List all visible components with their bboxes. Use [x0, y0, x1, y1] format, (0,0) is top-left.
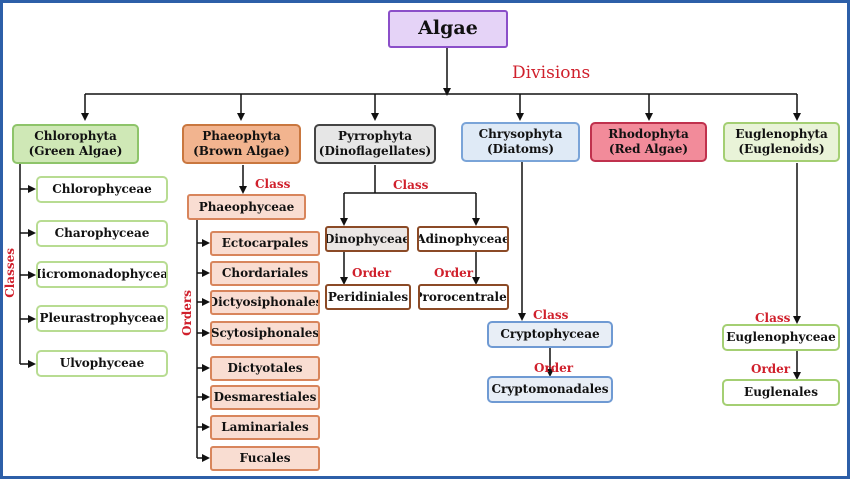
division-name: Chrysophyta: [478, 127, 563, 141]
root-node: Algae: [388, 10, 508, 48]
divisions-label: Divisions: [512, 63, 591, 83]
division-euglenophyta: Euglenophyta (Euglenoids): [723, 122, 840, 162]
order-chordariales: Chordariales: [210, 261, 320, 286]
classes-label: Classes: [3, 248, 17, 298]
division-name: Chlorophyta: [34, 129, 117, 143]
class-cryptophyceae: Cryptophyceae: [487, 321, 613, 348]
order-ectocarpales: Ectocarpales: [210, 231, 320, 256]
order-prorocentrales: Prorocentrales: [418, 284, 509, 310]
class-charophyceae: Charophyceae: [36, 220, 168, 247]
order-dictyotales: Dictyotales: [210, 356, 320, 381]
division-name: Euglenophyta: [735, 127, 828, 141]
euglenophyta-class-label: Class: [755, 311, 791, 325]
class-adinophyceae: Adinophyceae: [417, 226, 509, 252]
order-cryptomonadales: Cryptomonadales: [487, 376, 613, 403]
class-micromonadophyceae: Micromonadophyceae: [36, 261, 168, 288]
pyrrophyta-class-label: Class: [393, 178, 429, 192]
order-euglenales: Euglenales: [722, 379, 840, 406]
division-common-name: (Brown Algae): [193, 144, 290, 158]
division-common-name: (Red Algae): [608, 142, 689, 156]
class-phaeophyceae: Phaeophyceae: [187, 194, 306, 220]
class-pleurastrophyceae: Pleurastrophyceae: [36, 305, 168, 332]
class-dinophyceae: Dinophyceae: [325, 226, 409, 252]
order-dictyosiphonales: Dictyosiphonales: [210, 290, 320, 315]
class-euglenophyceae: Euglenophyceae: [722, 324, 840, 351]
pyrrophyta-order-label: Order: [352, 266, 392, 280]
order-fucales: Fucales: [210, 446, 320, 471]
division-common-name: (Euglenoids): [738, 142, 825, 156]
phaeophyta-class-label: Class: [255, 177, 291, 191]
division-chlorophyta: Chlorophyta (Green Algae): [12, 124, 139, 164]
class-chlorophyceae: Chlorophyceae: [36, 176, 168, 203]
division-chrysophyta: Chrysophyta (Diatoms): [461, 122, 580, 162]
division-name: Pyrrophyta: [337, 129, 413, 143]
order-scytosiphonales: Scytosiphonales: [210, 321, 320, 346]
division-name: Phaeophyta: [202, 129, 281, 143]
orders-label: Orders: [180, 290, 194, 336]
pyrrophyta-order-label-2: Order: [434, 266, 474, 280]
division-name: Rhodophyta: [608, 127, 689, 141]
euglenophyta-order-label: Order: [751, 362, 791, 376]
division-phaeophyta: Phaeophyta (Brown Algae): [182, 124, 301, 164]
class-ulvophyceae: Ulvophyceae: [36, 350, 168, 377]
division-pyrrophyta: Pyrrophyta (Dinoflagellates): [314, 124, 436, 164]
division-common-name: (Dinoflagellates): [318, 144, 432, 158]
order-desmarestiales: Desmarestiales: [210, 385, 320, 410]
division-common-name: (Green Algae): [28, 144, 123, 158]
order-peridiniales: Peridiniales: [325, 284, 411, 310]
division-rhodophyta: Rhodophyta (Red Algae): [590, 122, 707, 162]
chrysophyta-class-label: Class: [533, 308, 569, 322]
order-laminariales: Laminariales: [210, 415, 320, 440]
division-common-name: (Diatoms): [486, 142, 555, 156]
chrysophyta-order-label: Order: [534, 361, 574, 375]
